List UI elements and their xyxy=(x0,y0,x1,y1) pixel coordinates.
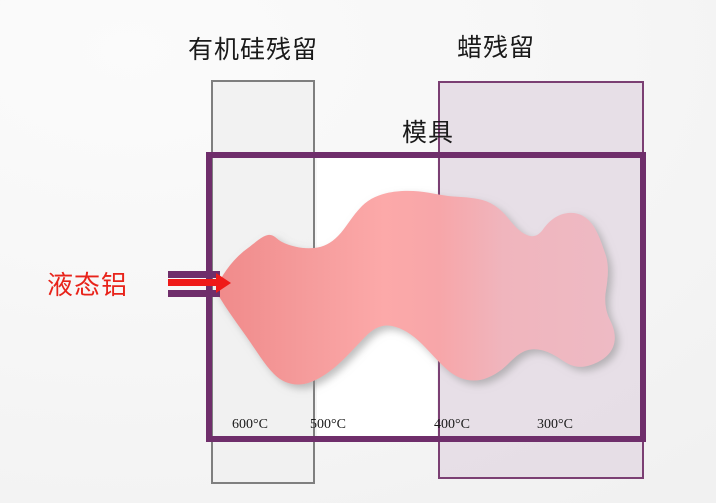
inlet-gate-bar-bottom xyxy=(168,290,220,297)
liquid-aluminium-inlet-arrow xyxy=(168,262,248,306)
temperature-label-500: 500°C xyxy=(310,417,346,432)
temperature-label-400: 400°C xyxy=(434,417,470,432)
inlet-arrow-head-icon xyxy=(216,273,231,293)
silicone-residue-title: 有机硅残留 xyxy=(188,37,319,64)
mold-title: 模具 xyxy=(402,120,455,147)
mold-region xyxy=(206,152,646,442)
liquid-aluminium-label: 液态铝 xyxy=(47,271,129,300)
wax-residue-title: 蜡残留 xyxy=(457,35,536,62)
inlet-arrow-shaft xyxy=(168,279,220,286)
temperature-label-300: 300°C xyxy=(537,417,573,432)
inlet-gate-bar-top xyxy=(168,271,220,278)
temperature-label-600: 600°C xyxy=(232,417,268,432)
